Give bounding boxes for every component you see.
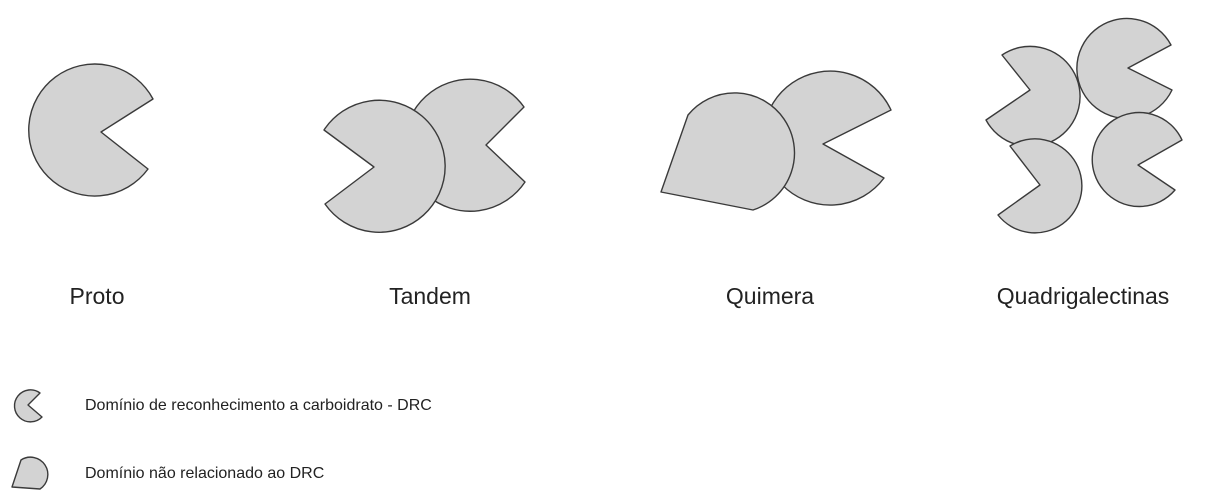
tandem-drc-domain-left xyxy=(324,100,445,232)
proto-label: Proto xyxy=(70,283,125,310)
tandem-label: Tandem xyxy=(389,283,471,310)
quimera-group xyxy=(661,71,891,210)
legend-drc-label: Domínio de reconhecimento a carboidrato … xyxy=(85,397,432,415)
quadrigalectinas-label: Quadrigalectinas xyxy=(997,283,1170,310)
quimera-non-drc-domain xyxy=(661,93,794,210)
legend-non-drc-label: Domínio não relacionado ao DRC xyxy=(85,465,324,483)
quad-drc-domain-top-left xyxy=(986,46,1080,146)
quadrigalectinas-group xyxy=(986,18,1182,232)
quad-drc-domain-bottom-right xyxy=(1092,113,1182,207)
non-drc-domain-icon xyxy=(12,457,48,489)
quimera-label: Quimera xyxy=(726,283,814,310)
quad-drc-domain-top-right xyxy=(1077,18,1172,118)
drc-domain-icon xyxy=(15,390,42,422)
tandem-group xyxy=(324,79,525,232)
quad-drc-domain-bottom-left xyxy=(998,139,1082,233)
proto-drc-domain xyxy=(29,64,153,196)
proto-group xyxy=(29,64,153,196)
